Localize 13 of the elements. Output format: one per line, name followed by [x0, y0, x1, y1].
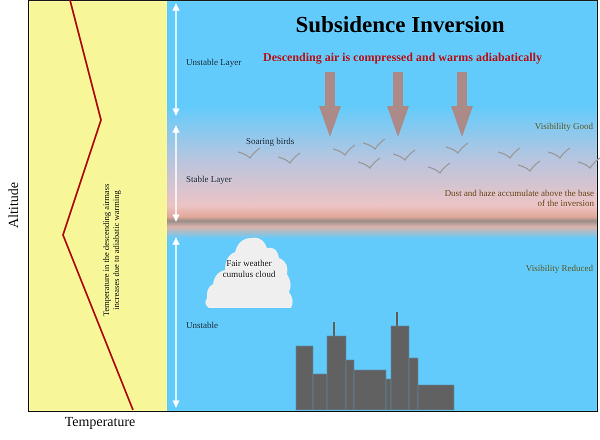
- layer-label: Stable Layer: [186, 174, 232, 184]
- bird-label: Soaring birds: [246, 136, 294, 146]
- axis-label: Altitude: [6, 181, 23, 230]
- layer-label: Unstable Layer: [186, 57, 242, 68]
- haze-note: Dust and haze accumulate above the base of the inversion: [444, 188, 594, 209]
- visibility-label: Visibililty Good: [534, 121, 593, 132]
- axis-label: Temperature: [64, 415, 136, 432]
- layer-label: Unstable: [186, 320, 218, 330]
- temperature-panel: [28, 0, 168, 412]
- profile-annotation: Temperature in the descending airmass increases due to adiabatic warming: [102, 182, 122, 318]
- diagram-title: Subsidence Inversion: [294, 12, 506, 38]
- cloud-label: Fair weather cumulus cloud: [222, 258, 276, 280]
- visibility-label: Visibility Reduced: [524, 263, 593, 274]
